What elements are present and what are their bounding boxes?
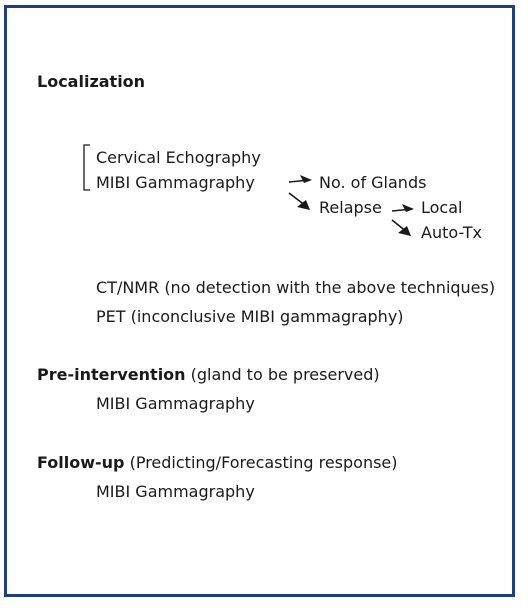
relapse-label: Relapse [319, 198, 382, 217]
mibi-gammagraphy-label: MIBI Gammagraphy [96, 173, 255, 192]
bracket [83, 144, 90, 191]
local-label: Local [421, 198, 463, 217]
pre-intervention-line: Pre-intervention (gland to be preserved) [37, 365, 380, 385]
diagram-frame [4, 5, 515, 597]
arrowhead-glands [300, 175, 312, 183]
pre-intervention-heading: Pre-intervention [37, 365, 186, 384]
cervical-echography-label: Cervical Echography [96, 148, 261, 167]
pre-intervention-note: (gland to be preserved) [185, 365, 380, 384]
arrowhead-relapse [297, 200, 310, 210]
follow-up-note: (Predicting/Forecasting response) [124, 453, 398, 472]
follow-up-heading: Follow-up [37, 453, 125, 472]
no-of-glands-label: No. of Glands [319, 173, 427, 192]
auto-tx-label: Auto-Tx [421, 223, 482, 242]
follow-up-item: MIBI Gammagraphy [96, 482, 255, 501]
ct-nmr-label: CT/NMR (no detection with the above tech… [96, 278, 496, 297]
pet-label: PET (inconclusive MIBI gammagraphy) [96, 307, 404, 326]
arrowhead-local [402, 204, 414, 212]
follow-up-line: Follow-up (Predicting/Forecasting respon… [37, 453, 398, 473]
arrowhead-autotx [398, 226, 411, 236]
pre-intervention-item: MIBI Gammagraphy [96, 394, 255, 413]
localization-heading: Localization [37, 72, 146, 91]
